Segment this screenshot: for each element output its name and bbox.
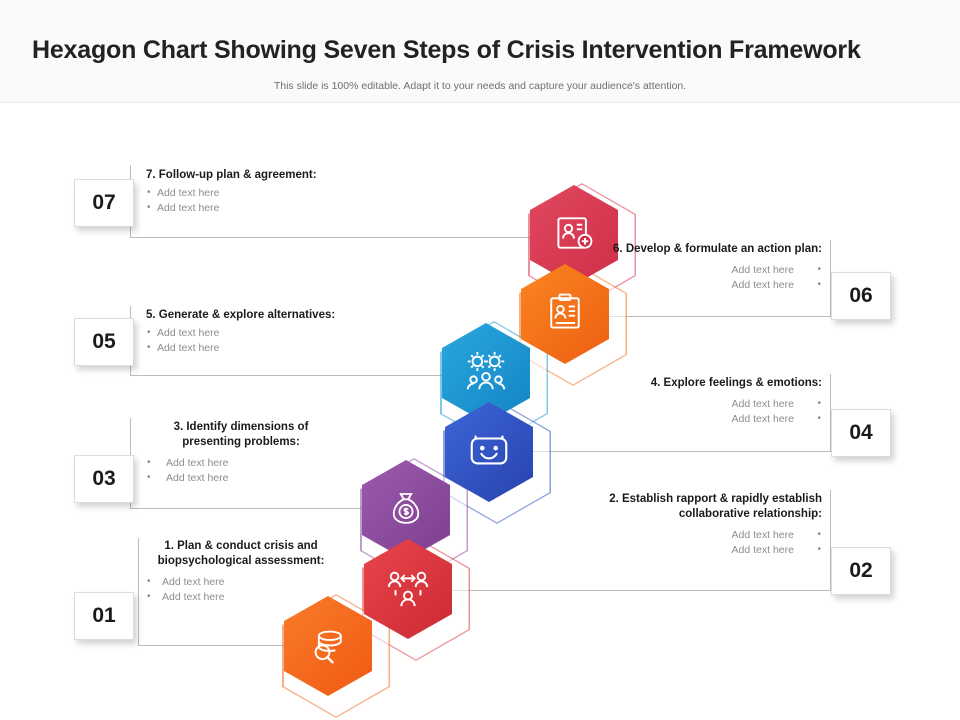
- coins-search-icon: [306, 622, 350, 671]
- step-05-bullets: Add text here Add text here: [146, 325, 446, 356]
- page-subtitle: This slide is 100% editable. Adapt it to…: [273, 80, 687, 92]
- list-item: Add text here: [146, 185, 446, 201]
- list-item: Add text here: [608, 542, 822, 558]
- badge-01[interactable]: 01: [74, 592, 134, 640]
- step-03-bullets: Add text here Add text here: [146, 455, 336, 486]
- hex-step-07[interactable]: [530, 185, 618, 285]
- list-item: Add text here: [630, 411, 822, 427]
- badge-04-label: 04: [849, 421, 873, 444]
- badge-07[interactable]: 07: [74, 179, 134, 227]
- badge-01-label: 01: [92, 604, 116, 627]
- list-item: Add text here: [146, 574, 336, 590]
- badge-05-label: 05: [92, 330, 116, 353]
- text-block-07: 7. Follow-up plan & agreement: Add text …: [146, 168, 446, 216]
- step-02-heading: 2. Establish rapport & rapidly establish…: [609, 493, 822, 520]
- badge-04[interactable]: 04: [831, 409, 891, 457]
- people-connection-icon: [385, 564, 431, 615]
- list-item: Add text here: [610, 277, 822, 293]
- list-item: Add text here: [630, 396, 822, 412]
- hex-step-02[interactable]: [364, 539, 452, 639]
- list-item: Add text here: [146, 340, 446, 356]
- step-04-heading: 4. Explore feelings & emotions:: [650, 377, 822, 389]
- text-block-04: 4. Explore feelings & emotions: Add text…: [630, 376, 822, 427]
- profile-card-plus-icon: [552, 211, 596, 260]
- list-item: Add text here: [146, 325, 446, 341]
- badge-06[interactable]: 06: [831, 272, 891, 320]
- list-item: Add text here: [146, 470, 336, 486]
- badge-02[interactable]: 02: [831, 547, 891, 595]
- step-07-heading: 7. Follow-up plan & agreement:: [146, 169, 317, 181]
- hex-step-01[interactable]: [284, 596, 372, 696]
- connector-02-stem: [830, 490, 831, 591]
- text-block-05: 5. Generate & explore alternatives: Add …: [146, 308, 446, 356]
- connector-04-stem: [830, 374, 831, 452]
- list-item: Add text here: [610, 262, 822, 278]
- list-item: Add text here: [146, 589, 336, 605]
- money-bag-dollar-icon: [385, 487, 427, 534]
- connector-03: [130, 508, 422, 509]
- list-item: Add text here: [608, 527, 822, 543]
- text-block-03: 3. Identify dimensions of presenting pro…: [146, 420, 336, 486]
- step-01-bullets: Add text here Add text here: [146, 574, 336, 605]
- clipboard-person-icon: [543, 290, 587, 339]
- step-03-heading: 3. Identify dimensions of presenting pro…: [173, 421, 309, 448]
- step-07-bullets: Add text here Add text here: [146, 185, 446, 216]
- connector-06: [600, 316, 830, 317]
- connector-01: [138, 645, 343, 646]
- step-02-bullets: Add text here Add text here: [608, 527, 822, 558]
- connector-06-stem: [830, 240, 831, 317]
- connector-05: [130, 375, 505, 376]
- connector-07: [130, 237, 568, 238]
- text-block-06: 6. Develop & formulate an action plan: A…: [610, 242, 822, 293]
- connector-04: [525, 451, 830, 452]
- text-block-01: 1. Plan & conduct crisis and biopsycholo…: [146, 539, 336, 605]
- text-block-02: 2. Establish rapport & rapidly establish…: [608, 492, 822, 558]
- badge-03[interactable]: 03: [74, 455, 134, 503]
- badge-06-label: 06: [849, 284, 873, 307]
- badge-07-label: 07: [92, 191, 116, 214]
- slide-header: Hexagon Chart Showing Seven Steps of Cri…: [0, 0, 960, 103]
- team-gears-icon: [463, 348, 509, 399]
- step-06-bullets: Add text here Add text here: [610, 262, 822, 293]
- connector-02: [448, 590, 830, 591]
- step-05-heading: 5. Generate & explore alternatives:: [146, 309, 336, 321]
- list-item: Add text here: [146, 200, 446, 216]
- hex-step-06[interactable]: [521, 264, 609, 364]
- list-item: Add text here: [146, 455, 336, 471]
- badge-05[interactable]: 05: [74, 318, 134, 366]
- page-title: Hexagon Chart Showing Seven Steps of Cri…: [32, 36, 861, 64]
- step-04-bullets: Add text here Add text here: [630, 396, 822, 427]
- step-01-heading: 1. Plan & conduct crisis and biopsycholo…: [157, 540, 325, 567]
- badge-03-label: 03: [92, 467, 116, 490]
- connector-01-stem: [138, 538, 139, 646]
- smiling-face-icon: [466, 427, 512, 478]
- badge-02-label: 02: [849, 559, 873, 582]
- step-06-heading: 6. Develop & formulate an action plan:: [613, 243, 822, 255]
